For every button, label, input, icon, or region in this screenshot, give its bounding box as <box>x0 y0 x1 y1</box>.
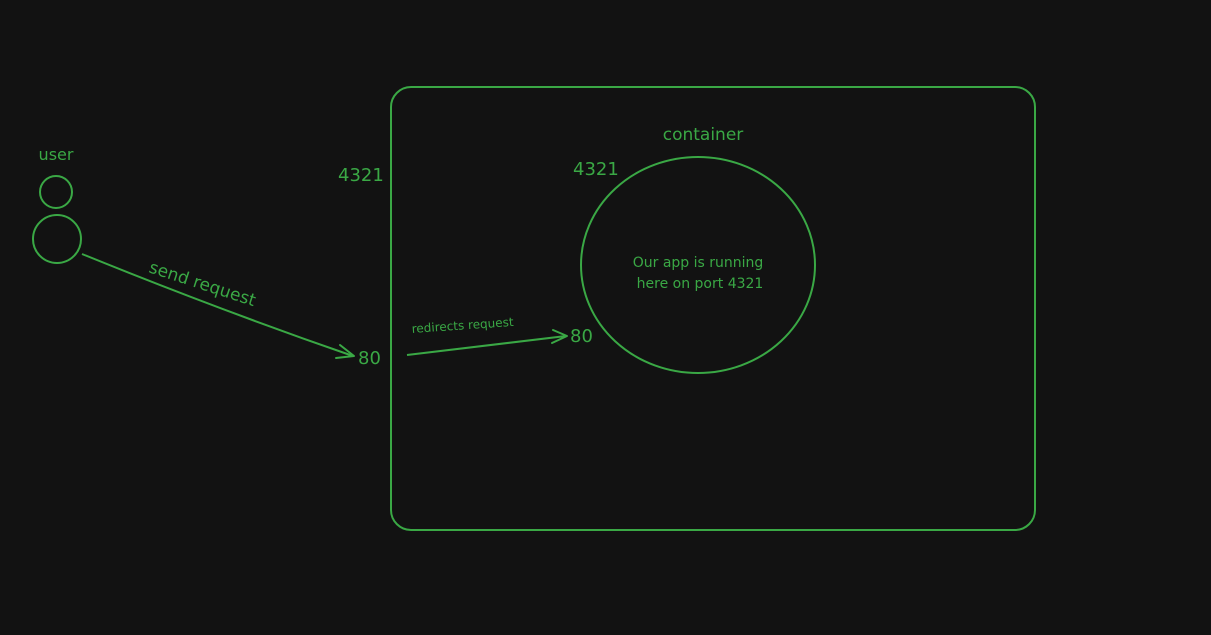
app-description-line2: here on port 4321 <box>637 276 764 292</box>
send-request-arrowhead <box>335 344 355 359</box>
user-head <box>39 175 73 209</box>
host-box <box>390 86 1036 531</box>
user-figure: user <box>32 145 82 264</box>
send-request-arrow: send request <box>81 253 355 359</box>
redirect-arrowhead <box>551 329 568 344</box>
host-port-4321-label: 4321 <box>338 165 384 186</box>
redirect-arrow: redirects request <box>406 315 568 356</box>
user-body <box>32 214 82 264</box>
container-port-4321-label: 4321 <box>573 159 619 180</box>
host-port-80-label: 80 <box>358 348 381 369</box>
send-request-line <box>81 253 354 357</box>
redirects-request-label: redirects request <box>411 315 514 336</box>
container: container 4321 80 Our app is running her… <box>570 125 816 374</box>
redirect-line <box>406 335 567 356</box>
user-label: user <box>39 145 74 164</box>
container-circle <box>580 156 816 374</box>
send-request-label: send request <box>146 258 258 311</box>
container-port-80-label: 80 <box>570 326 593 347</box>
app-description-line1: Our app is running <box>633 255 764 271</box>
container-label: container <box>663 125 744 145</box>
